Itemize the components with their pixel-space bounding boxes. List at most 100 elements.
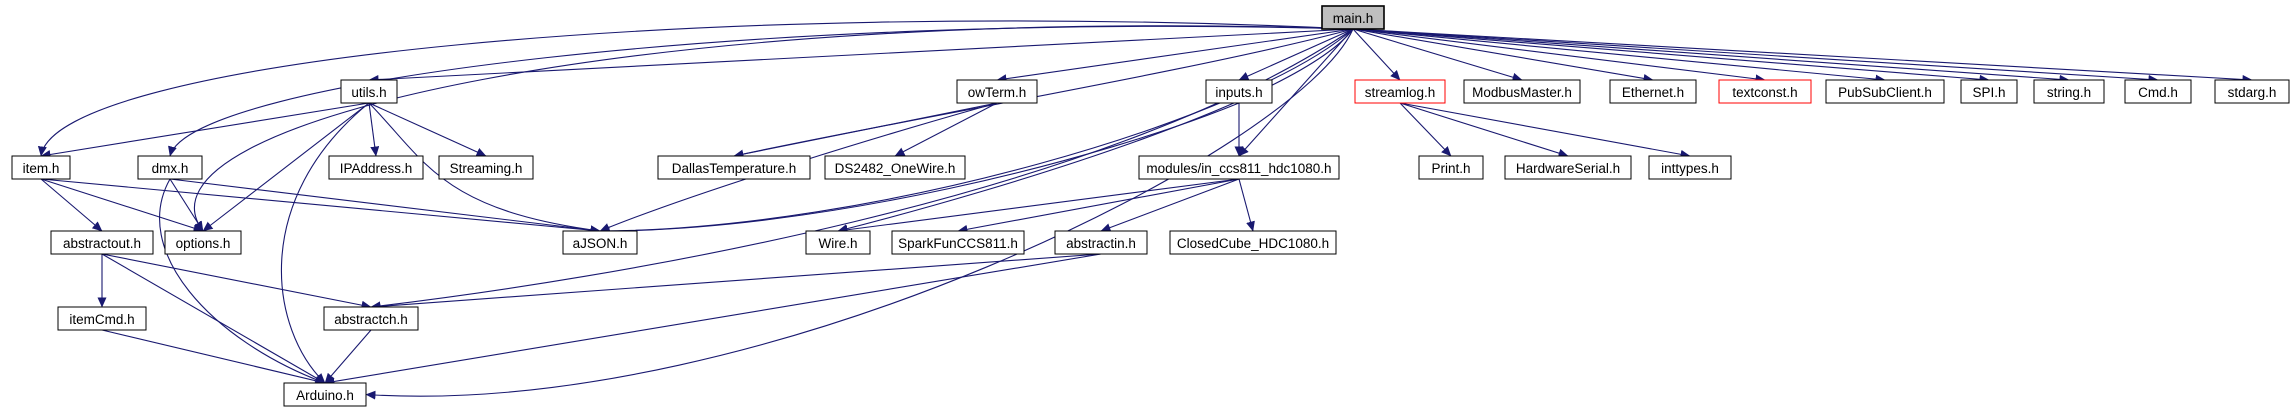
edge-main_h-to-textconst_h [1352,28,1766,84]
node-label-utils_h: utils.h [351,85,386,100]
node-box-spi_h[interactable] [1960,79,2018,104]
node-label-sparkfunccs811_h: SparkFunCCS811.h [898,236,1018,251]
node-pubsubclient_h[interactable]: PubSubClient.h [1825,79,1945,104]
node-wire_h[interactable]: Wire.h [805,230,871,255]
edge-utils_h-to-ipaddress_h [368,102,380,157]
edge-streamlog_h-to-inttypes_h [1399,102,1691,159]
node-box-inttypes_h[interactable] [1648,155,1732,180]
node-label-options_h: options.h [176,236,231,251]
node-modbusmaster_h[interactable]: ModbusMaster.h [1463,79,1581,104]
edge-main_h-to-utils_h [368,28,1354,85]
node-box-closedcube_hdc1080_h[interactable] [1169,230,1337,255]
node-utils_h[interactable]: utils.h [340,79,398,104]
edge-abstractout_h-to-arduino_h [101,253,326,384]
node-options_h[interactable]: options.h [164,230,242,255]
node-abstractout_h[interactable]: abstractout.h [50,230,154,255]
edge-main_h-to-owterm_h [996,28,1354,84]
node-box-ajson_h[interactable] [562,230,638,255]
node-hardwareserial_h[interactable]: HardwareSerial.h [1504,155,1632,180]
node-label-streaming_h: Streaming.h [450,161,523,176]
node-label-inputs_h: inputs.h [1215,85,1262,100]
node-label-modbusmaster_h: ModbusMaster.h [1472,85,1572,100]
node-main_h[interactable]: main.h [1321,5,1385,30]
node-box-textconst_h[interactable] [1718,79,1812,104]
node-modules_in_ccs811_hdc1080_h[interactable]: modules/in_ccs811_hdc1080.h [1138,155,1340,180]
node-box-inputs_h[interactable] [1205,79,1273,104]
edge-main_h-to-stdarg_h [1352,28,2253,84]
edge-inputs_h-to-ajson_h [599,102,1240,236]
node-box-modules_in_ccs811_hdc1080_h[interactable] [1138,155,1340,180]
node-item_h[interactable]: item.h [11,155,71,180]
node-label-stdarg_h: stdarg.h [2228,85,2277,100]
node-dmx_h[interactable]: dmx.h [137,155,203,180]
node-box-abstractout_h[interactable] [50,230,154,255]
node-stdarg_h[interactable]: stdarg.h [2214,79,2290,104]
edge-main_h-to-pubsubclient_h [1352,28,1886,84]
node-streaming_h[interactable]: Streaming.h [438,155,534,180]
node-ethernet_h[interactable]: Ethernet.h [1609,79,1697,104]
node-inttypes_h[interactable]: inttypes.h [1648,155,1732,180]
node-print_h[interactable]: Print.h [1418,155,1484,180]
edge-itemcmd_h-to-arduino_h [101,329,326,386]
node-abstractch_h[interactable]: abstractch.h [323,306,419,331]
edge-utils_h-to-streaming_h [368,102,487,157]
node-cmd_h[interactable]: Cmd.h [2124,79,2192,104]
node-box-dmx_h[interactable] [137,155,203,180]
node-box-wire_h[interactable] [805,230,871,255]
edge-item_h-to-abstractout_h [40,178,103,232]
node-box-ethernet_h[interactable] [1609,79,1697,104]
node-box-abstractin_h[interactable] [1054,230,1148,255]
edge-owterm_h-to-dallastemperature_h [733,102,998,159]
edge-streamlog_h-to-print_h [1399,102,1452,157]
node-box-streamlog_h[interactable] [1354,79,1446,104]
node-ds2482_onewire_h[interactable]: DS2482_OneWire.h [824,155,966,180]
node-box-owterm_h[interactable] [956,79,1038,104]
node-itemcmd_h[interactable]: itemCmd.h [57,306,147,331]
node-box-stdarg_h[interactable] [2214,79,2290,104]
node-ajson_h[interactable]: aJSON.h [562,230,638,255]
node-box-modbusmaster_h[interactable] [1463,79,1581,104]
edge-main_h-to-string_h [1352,28,2070,84]
node-label-ds2482_onewire_h: DS2482_OneWire.h [835,161,956,176]
node-spi_h[interactable]: SPI.h [1960,79,2018,104]
node-closedcube_hdc1080_h[interactable]: ClosedCube_HDC1080.h [1169,230,1337,255]
node-dallastemperature_h[interactable]: DallasTemperature.h [657,155,811,180]
edge-modules_in_ccs811_hdc1080_h-to-closedcube_hdc1080_h [1238,178,1255,232]
node-box-dallastemperature_h[interactable] [657,155,811,180]
node-box-ipaddress_h[interactable] [328,155,424,180]
node-label-itemcmd_h: itemCmd.h [69,312,134,327]
node-ipaddress_h[interactable]: IPAddress.h [328,155,424,180]
edge-dmx_h-to-arduino_h [159,178,326,384]
edge-modules_in_ccs811_hdc1080_h-to-abstractin_h [1100,178,1240,232]
node-box-options_h[interactable] [164,230,242,255]
edge-abstractin_h-to-arduino_h [324,253,1102,386]
edge-main_h-to-arduino_h [365,28,1354,400]
node-box-abstractch_h[interactable] [323,306,419,331]
node-abstractin_h[interactable]: abstractin.h [1054,230,1148,255]
node-string_h[interactable]: string.h [2033,79,2105,104]
node-sparkfunccs811_h[interactable]: SparkFunCCS811.h [891,230,1025,255]
node-arduino_h[interactable]: Arduino.h [283,382,367,407]
node-box-sparkfunccs811_h[interactable] [891,230,1025,255]
node-box-string_h[interactable] [2033,79,2105,104]
node-label-spi_h: SPI.h [1972,85,2005,100]
node-box-main_h[interactable] [1321,5,1385,30]
node-box-item_h[interactable] [11,155,71,180]
node-box-ds2482_onewire_h[interactable] [824,155,966,180]
node-box-hardwareserial_h[interactable] [1504,155,1632,180]
node-inputs_h[interactable]: inputs.h [1205,79,1273,104]
node-box-streaming_h[interactable] [438,155,534,180]
node-textconst_h[interactable]: textconst.h [1718,79,1812,104]
node-owterm_h[interactable]: owTerm.h [956,79,1038,104]
node-box-pubsubclient_h[interactable] [1825,79,1945,104]
node-label-closedcube_hdc1080_h: ClosedCube_HDC1080.h [1177,236,1329,251]
node-box-utils_h[interactable] [340,79,398,104]
edge-main_h-to-dmx_h [168,25,1354,157]
node-box-cmd_h[interactable] [2124,79,2192,104]
node-box-print_h[interactable] [1418,155,1484,180]
edge-main_h-to-options_h [193,25,1354,232]
node-streamlog_h[interactable]: streamlog.h [1354,79,1446,104]
node-box-arduino_h[interactable] [283,382,367,407]
node-box-itemcmd_h[interactable] [57,306,147,331]
